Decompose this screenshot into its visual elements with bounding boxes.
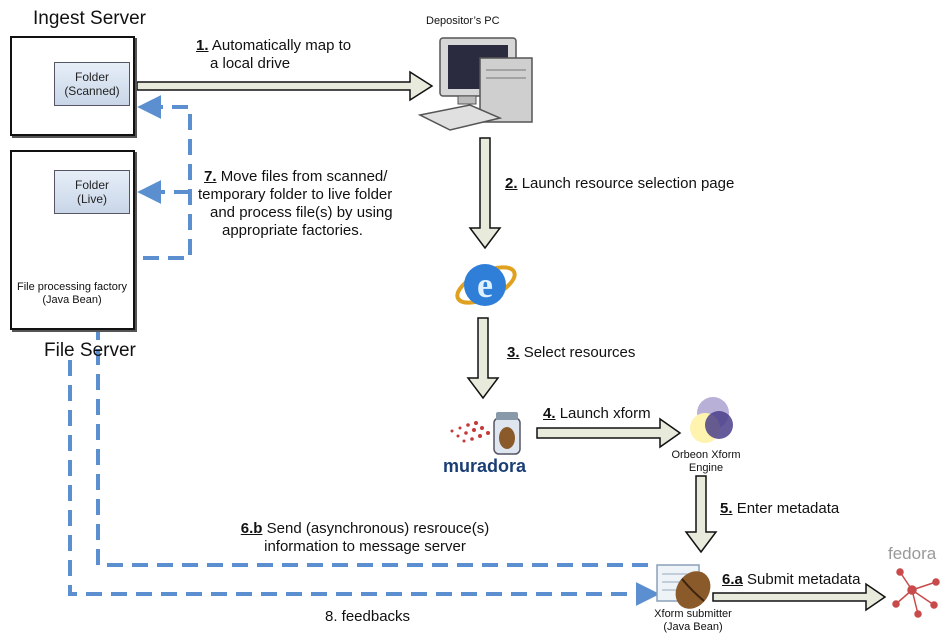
step-5-number: 5.	[720, 500, 733, 517]
muradora-label: muradora	[443, 456, 527, 476]
orbeon-logo-icon	[690, 397, 733, 443]
depositor-pc-label: Depositor’s PC	[426, 15, 500, 27]
submitter-label: Xform submitter (Java Bean)	[638, 608, 748, 634]
submitter-label-line1: Xform submitter	[654, 608, 732, 620]
computer-icon	[417, 37, 533, 131]
step-1-number: 1.	[196, 37, 209, 54]
step-3-text: Select resources	[523, 344, 636, 361]
internet-explorer-icon: e	[455, 264, 517, 306]
step-2-label: 2. Launch resource selection page	[505, 175, 734, 193]
svg-text:e: e	[477, 265, 493, 305]
arrow-4-to-orbeon	[536, 417, 682, 449]
submitter-label-line2: (Java Bean)	[663, 621, 723, 634]
step-2-text: Launch resource selection page	[521, 175, 735, 192]
step-5-label: 5. Enter metadata	[720, 500, 839, 518]
step-6b-text-line2: information to message server	[264, 538, 466, 555]
arrow-6a-to-fedora	[712, 582, 887, 612]
step-6b-label: 6.b Send (asynchronous) resrouce(s) info…	[210, 520, 520, 556]
step-3-number: 3.	[507, 344, 520, 361]
step-6b-number: 6.b	[240, 520, 263, 537]
step-2-number: 2.	[505, 175, 518, 192]
arrow-1-to-pc	[136, 70, 434, 102]
step-5-text: Enter metadata	[736, 500, 840, 517]
step-7-text-line1: Move files from scanned/	[220, 168, 388, 185]
folder-scanned: Folder (Scanned)	[54, 62, 130, 106]
step-6a-label: 6.a Submit metadata	[722, 571, 860, 589]
step-7-text-line3: and process file(s) by using	[210, 204, 393, 221]
arrow-5-to-submitter	[684, 475, 718, 554]
step-1-text-line2: a local drive	[210, 55, 291, 72]
java-bean-submitter-icon	[656, 564, 711, 609]
step-7-number: 7.	[204, 168, 217, 185]
fedora-logo-icon	[892, 568, 940, 618]
step-6b-text-line1: Send (asynchronous) resrouce(s)	[266, 520, 490, 537]
arrow-8-dashed	[68, 360, 660, 606]
arrow-3-to-muradora	[466, 317, 500, 400]
file-server-title: File Server	[44, 340, 136, 361]
muradora-logo-icon	[450, 412, 521, 455]
folder-live-line2: (Live)	[76, 192, 107, 206]
step-7-text-line2: temporary folder to live folder	[198, 186, 393, 203]
step-1-text-line1: Automatically map to	[211, 37, 352, 54]
folder-live: Folder (Live)	[54, 170, 130, 214]
step-6a-text: Submit metadata	[747, 571, 861, 588]
step-7-label: 7. Move files from scanned/ temporary fo…	[198, 168, 393, 240]
orbeon-label-line2: Engine	[688, 462, 724, 475]
folder-scanned-line1: Folder	[74, 70, 109, 84]
step-7-text-line4: appropriate factories.	[222, 222, 363, 239]
step-3-label: 3. Select resources	[507, 344, 635, 362]
folder-scanned-line2: (Scanned)	[64, 84, 120, 98]
step-4-text: Launch xform	[559, 405, 651, 422]
step-8-label: 8. feedbacks	[325, 608, 411, 625]
arrow-2-to-browser	[468, 137, 502, 250]
factory-label: File processing factory (Java Bean)	[14, 281, 130, 307]
arrow-7-dashed-to-scanned	[118, 95, 192, 260]
step-6a-number: 6.a	[722, 571, 743, 588]
orbeon-label-line1: Orbeon Xform	[671, 449, 741, 461]
fedora-label: fedora	[888, 544, 937, 563]
ingest-server-title: Ingest Server	[33, 8, 146, 29]
factory-label-line2: (Java Bean)	[42, 294, 102, 307]
folder-live-line1: Folder	[74, 178, 109, 192]
factory-label-line1: File processing factory	[16, 281, 128, 293]
orbeon-label: Orbeon Xform Engine	[660, 449, 752, 475]
step-4-label: 4. Launch xform	[543, 405, 651, 423]
arrow-6b-dashed	[86, 307, 648, 567]
step-1-label: 1. Automatically map to a local drive	[196, 37, 351, 73]
step-4-number: 4.	[543, 405, 556, 422]
